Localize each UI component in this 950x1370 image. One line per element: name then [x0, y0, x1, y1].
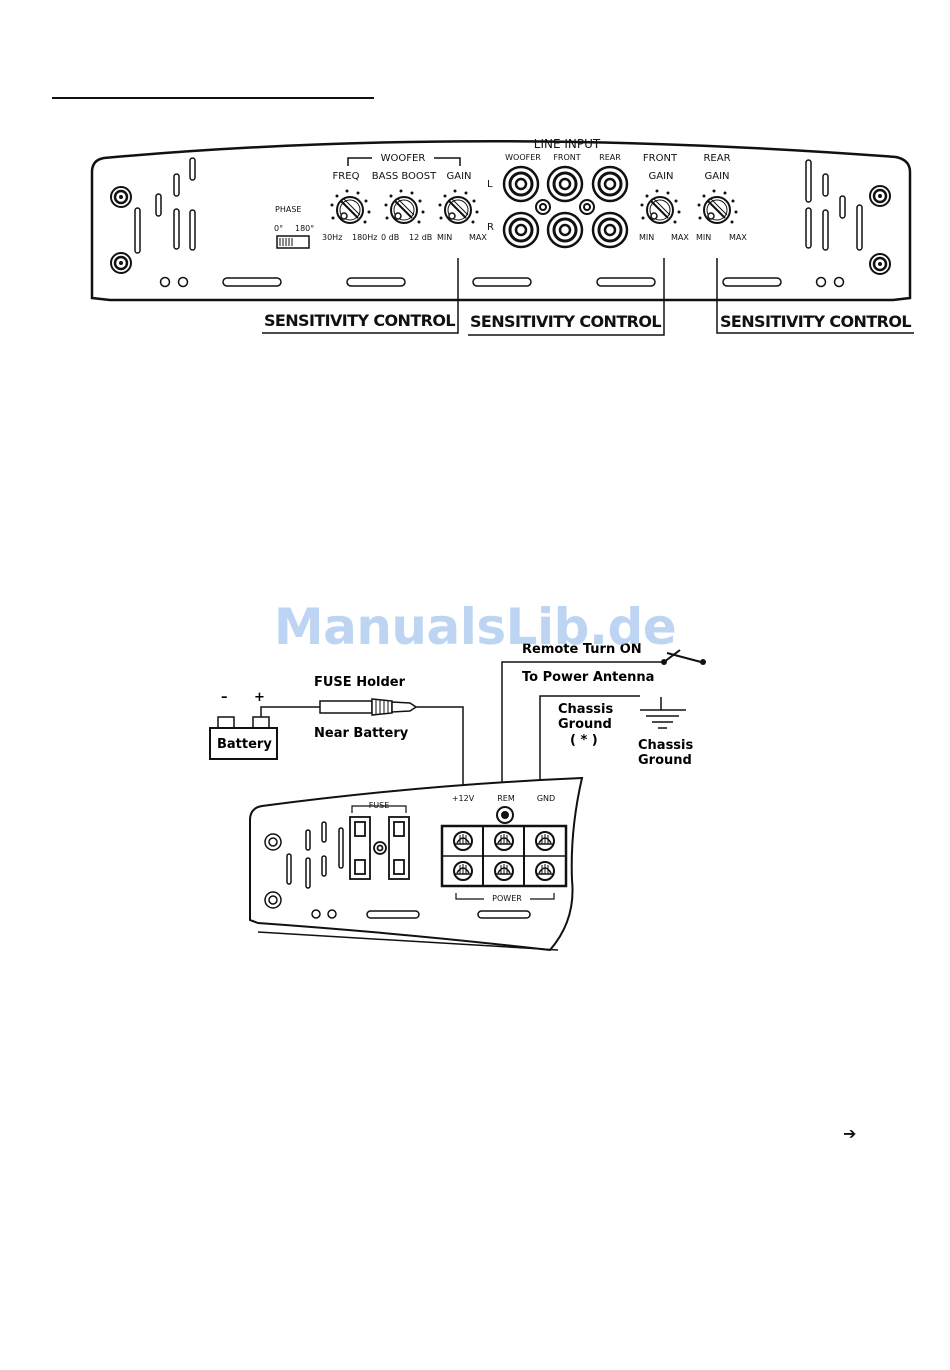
chassis-ground-line2: Ground [638, 753, 692, 768]
front-gain-max-label: MAX [671, 233, 689, 242]
front-gain-label: GAIN [648, 171, 673, 182]
to-power-antenna-label: To Power Antenna [522, 670, 654, 685]
woofer-gain-label: GAIN [446, 171, 471, 182]
battery-minus-label: – [221, 690, 228, 705]
continue-arrow-icon: ➔ [843, 1124, 857, 1143]
rear-gain-max-label: MAX [729, 233, 747, 242]
rear-gain-min-label: MIN [696, 233, 711, 242]
boost-max-label: 12 dB [409, 233, 432, 242]
woofer-group-label: WOOFER [381, 153, 426, 164]
fuse-holder [319, 698, 418, 716]
battery [209, 716, 278, 760]
woofer-gain-max-label: MAX [469, 233, 487, 242]
control-panel-diagram: PHASE 0° 180° WOOFER FREQ BASS BOOST GAI… [90, 137, 914, 336]
woofer-gain-min-label: MIN [437, 233, 452, 242]
phase-0-label: 0° [274, 224, 283, 233]
terminal-gnd-label: GND [537, 794, 555, 803]
watermark: ManualsLib.de [273, 598, 677, 656]
fuse-label: FUSE [369, 801, 390, 810]
rear-gain-label: GAIN [704, 171, 729, 182]
boost-min-label: 0 dB [381, 233, 399, 242]
front-gain-min-label: MIN [639, 233, 654, 242]
remote-turn-on-label: Remote Turn ON [522, 642, 642, 657]
near-battery-label: Near Battery [314, 726, 409, 741]
front-label: FRONT [643, 153, 678, 164]
power-wiring-diagram: Battery – + FUSE Holder Near Battery Rem… [209, 642, 706, 952]
power-label: POWER [492, 894, 522, 903]
channel-r-label: R [487, 222, 494, 233]
phase-label: PHASE [275, 205, 301, 214]
rca-woofer-label: WOOFER [505, 153, 541, 162]
chassis-ground-local-line2: Ground [558, 717, 612, 732]
sensitivity-control-2: SENSITIVITY CONTROL [470, 312, 661, 331]
chassis-ground-note: ( * ) [570, 733, 598, 748]
terminal-rem-label: REM [497, 794, 515, 803]
phase-180-label: 180° [295, 224, 314, 233]
battery-plus-label: + [254, 690, 265, 705]
freq-min-label: 30Hz [322, 233, 342, 242]
channel-l-label: L [487, 179, 493, 190]
title-underline [52, 97, 374, 99]
terminal-12v-label: +12V [452, 794, 475, 803]
freq-max-label: 180Hz [352, 233, 377, 242]
line-input-label: LINE INPUT [534, 137, 601, 151]
sensitivity-control-1: SENSITIVITY CONTROL [264, 311, 455, 330]
chassis-ground-local-line1: Chassis [558, 702, 613, 717]
phase-switch[interactable] [276, 235, 310, 249]
rca-rear-label: REAR [599, 153, 621, 162]
fuse-block [349, 816, 410, 880]
chassis-ground-line1: Chassis [638, 738, 693, 753]
fuse-holder-label: FUSE Holder [314, 675, 406, 690]
rear-label: REAR [703, 153, 730, 164]
sensitivity-control-3: SENSITIVITY CONTROL [720, 312, 911, 331]
rca-front-label: FRONT [553, 153, 580, 162]
freq-label: FREQ [333, 171, 360, 182]
bass-boost-label: BASS BOOST [372, 171, 437, 182]
battery-label: Battery [217, 737, 272, 752]
power-terminal-block[interactable] [440, 824, 568, 888]
